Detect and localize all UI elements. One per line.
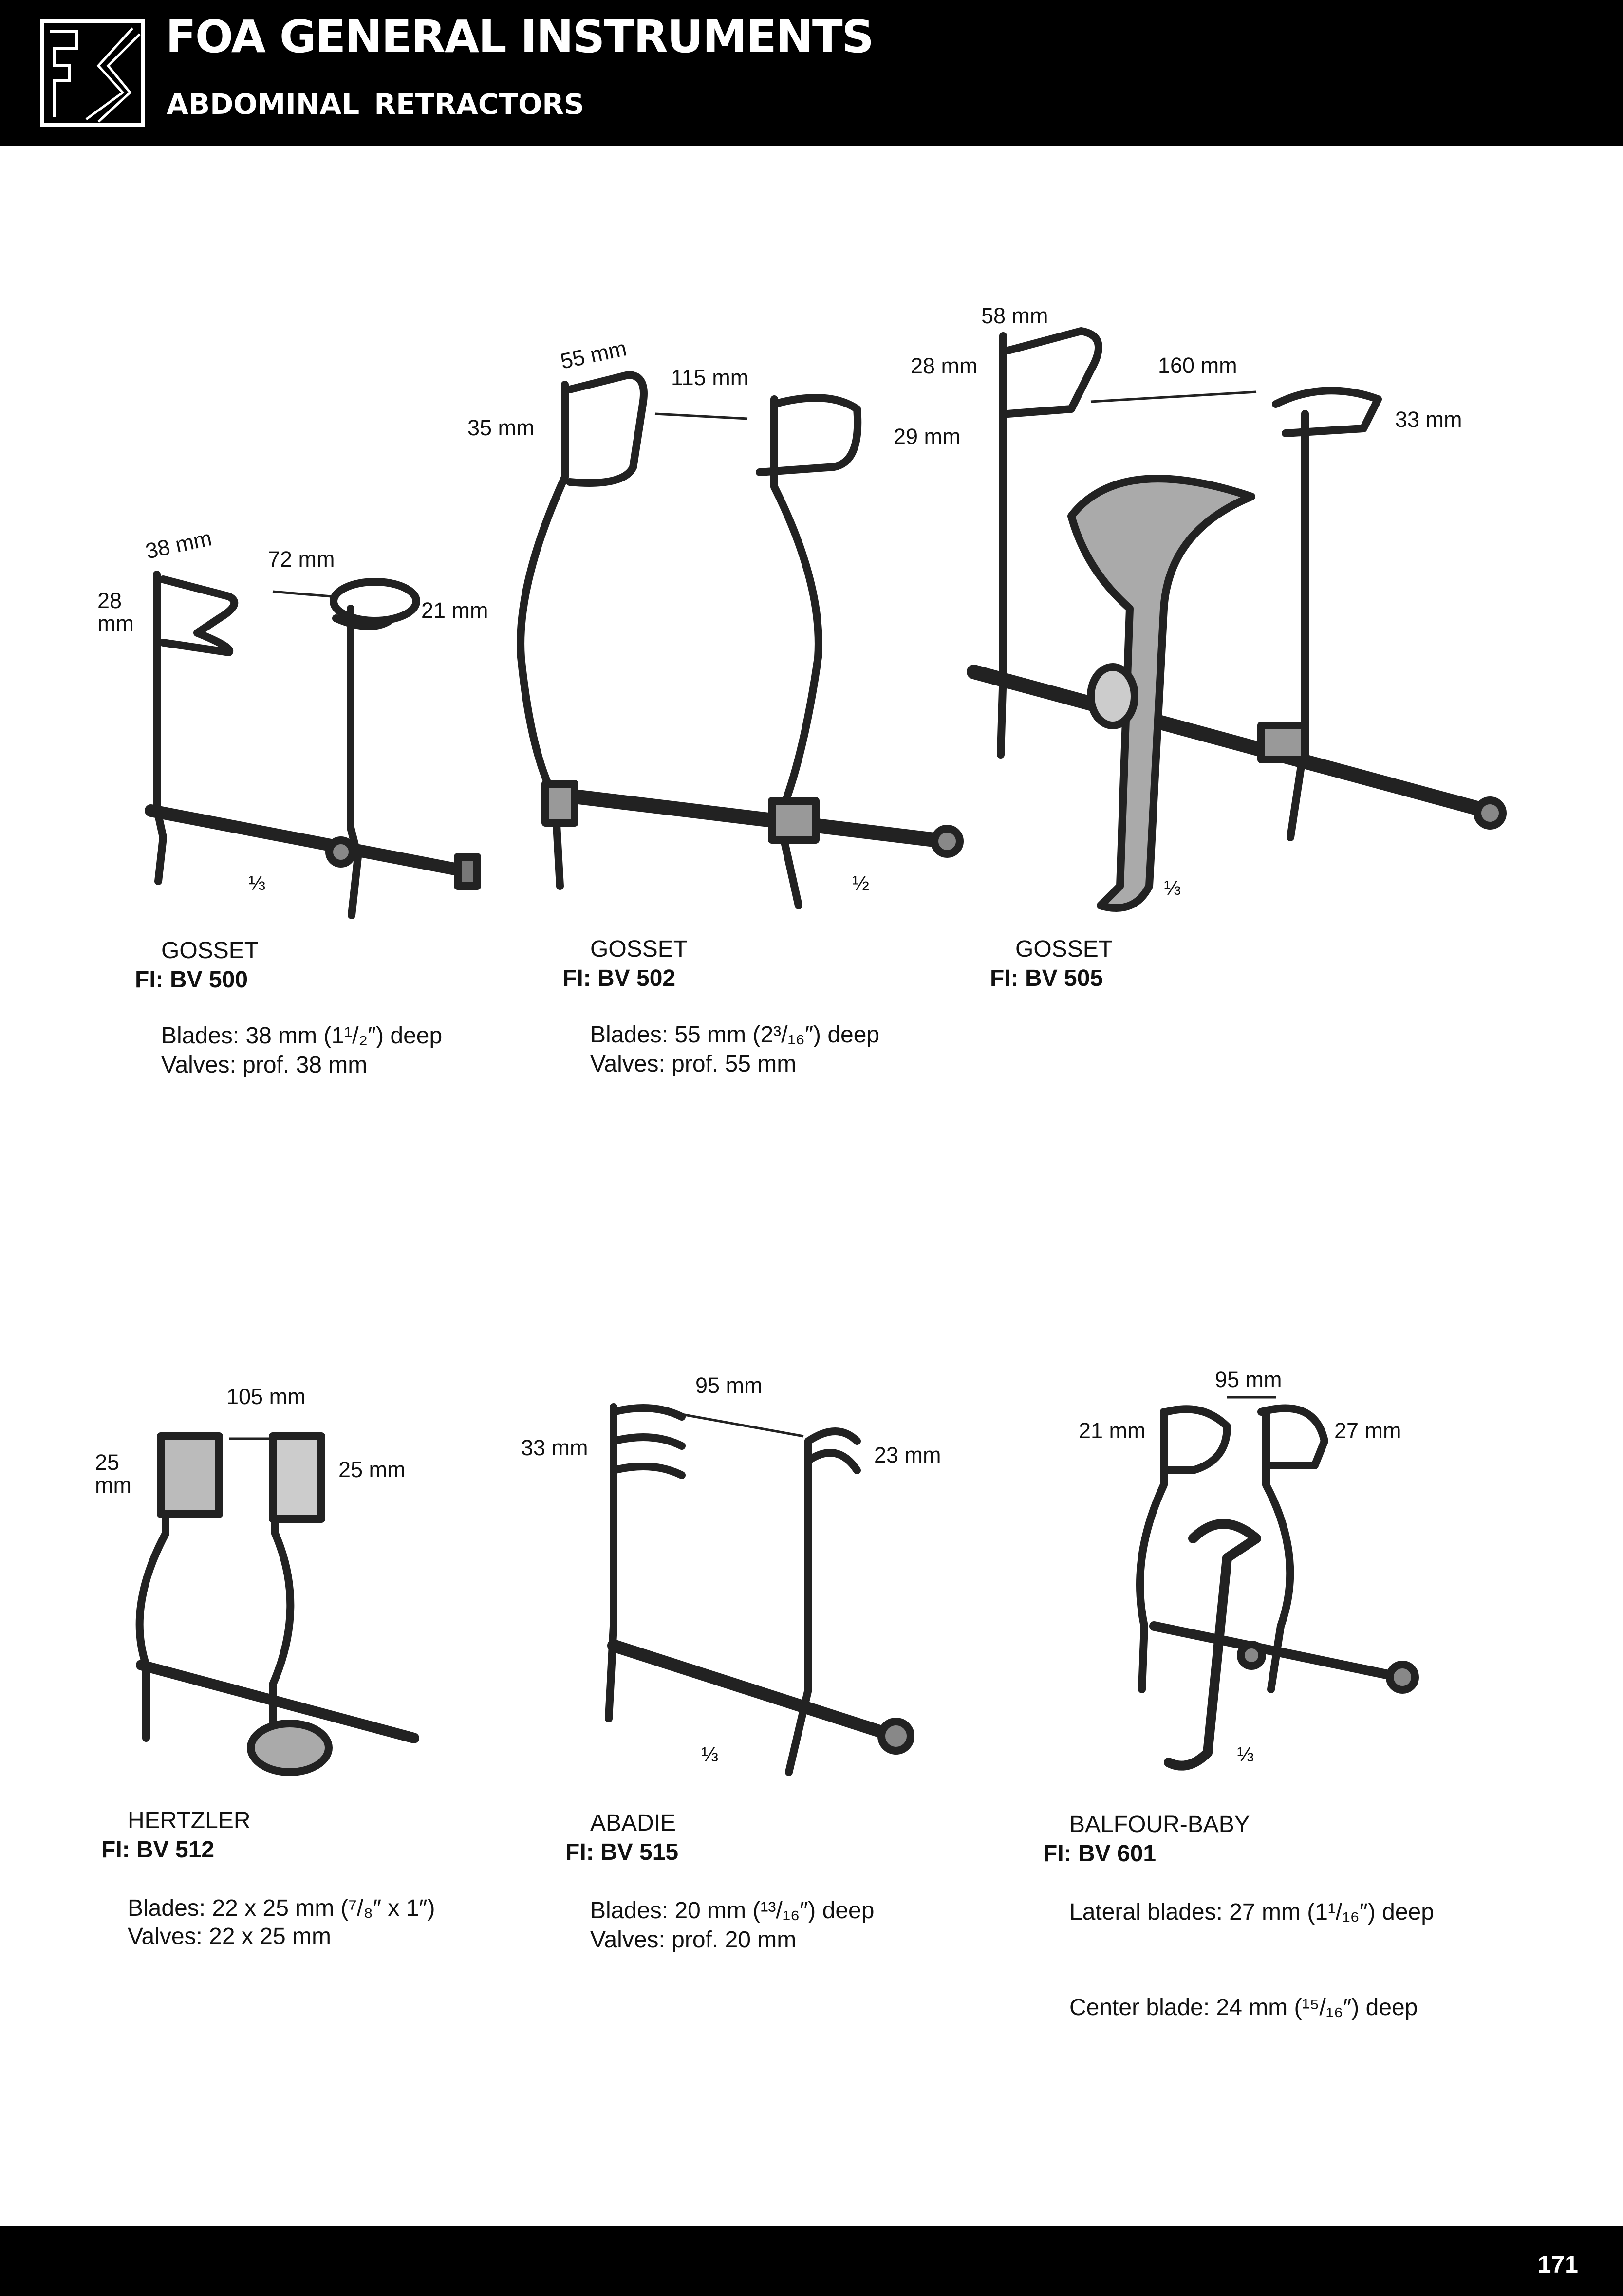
page-footer: 171 (0, 2226, 1623, 2296)
dim-label: 35 mm (467, 415, 535, 440)
dim-label: 72 mm (268, 547, 335, 572)
brand-title: FOA GENERAL INSTRUMENTS (166, 11, 874, 63)
dim-label: 33 mm (521, 1435, 588, 1460)
dim-label: 23 mm (874, 1443, 941, 1467)
dim-label: 29 mm (894, 424, 961, 449)
product-name: GOSSET (590, 936, 688, 962)
product-code: FI: BV 505 (990, 965, 1103, 991)
product-name: GOSSET (161, 938, 259, 963)
foa-logo-icon (40, 19, 145, 127)
dim-label: 25 mm (338, 1457, 406, 1482)
abadie-bv515-illustration (605, 1403, 914, 1776)
product-spec: Valves: 22 x 25 mm (128, 1924, 331, 1949)
dim-label: 28 mm (911, 353, 978, 378)
scale-label: ⅓ (1164, 876, 1181, 899)
product-name: BALFOUR-BABY (1069, 1812, 1250, 1837)
dim-label: 27 mm (1334, 1418, 1401, 1443)
dim-label: 95 mm (695, 1373, 763, 1398)
product-code: FI: BV 601 (1043, 1841, 1157, 1867)
product-spec: Valves: prof. 55 mm (590, 1051, 797, 1077)
dimension-lines (229, 390, 1276, 1440)
dim-label: 21 mm (421, 598, 488, 623)
product-spec: Blades: 22 x 25 mm (⁷/₈″ x 1″) (128, 1895, 435, 1921)
dim-label: 21 mm (1079, 1418, 1146, 1443)
page-number: 171 (1537, 2251, 1578, 2278)
scale-label: ½ (852, 871, 870, 894)
balfour-baby-bv601-illustration (1136, 1404, 1419, 1771)
product-spec: Blades: 38 mm (1¹/₂″) deep (161, 1023, 443, 1049)
product-spec: Lateral blades: 27 mm (1¹/₁₆″) deep (1069, 1899, 1434, 1925)
section-title: ABDOMINAL RETRACTORS (167, 88, 584, 121)
scale-label: ⅓ (701, 1743, 719, 1766)
dim-label: 105 mm (226, 1384, 306, 1409)
gosset-bv502-illustration (517, 371, 964, 909)
scale-label: ⅓ (248, 871, 266, 894)
dim-label: 115 mm (671, 365, 749, 390)
dim-label: 95 mm (1215, 1367, 1282, 1392)
product-spec: Valves: prof. 20 mm (590, 1927, 797, 1953)
dim-label: 160 mm (1158, 353, 1237, 378)
scale-label: ⅓ (1237, 1743, 1254, 1766)
dim-label: 28 mm (97, 588, 134, 636)
product-spec: Blades: 20 mm (¹³/₁₆″) deep (590, 1898, 875, 1924)
product-name: HERTZLER (128, 1808, 251, 1833)
product-spec: Valves: prof. 38 mm (161, 1052, 368, 1078)
product-code: FI: BV 515 (565, 1839, 679, 1865)
product-code: FI: BV 512 (101, 1837, 215, 1863)
page-header: FOA GENERAL INSTRUMENTS ABDOMINAL RETRAC… (0, 0, 1623, 146)
dim-label: 25 mm (95, 1450, 131, 1498)
product-name: ABADIE (590, 1810, 676, 1836)
product-name: GOSSET (1015, 936, 1113, 962)
product-spec: Center blade: 24 mm (¹⁵/₁₆″) deep (1069, 1995, 1418, 2020)
dim-label: 58 mm (981, 303, 1048, 328)
gosset-bv505-illustration (967, 327, 1507, 912)
product-spec: Blades: 55 mm (2³/₁₆″) deep (590, 1022, 880, 1048)
product-code: FI: BV 502 (562, 965, 676, 991)
product-code: FI: BV 500 (135, 967, 248, 993)
hertzler-bv512-illustration (135, 1432, 419, 1776)
gosset-bv500-illustration (145, 571, 481, 919)
dim-label: 33 mm (1395, 407, 1462, 432)
